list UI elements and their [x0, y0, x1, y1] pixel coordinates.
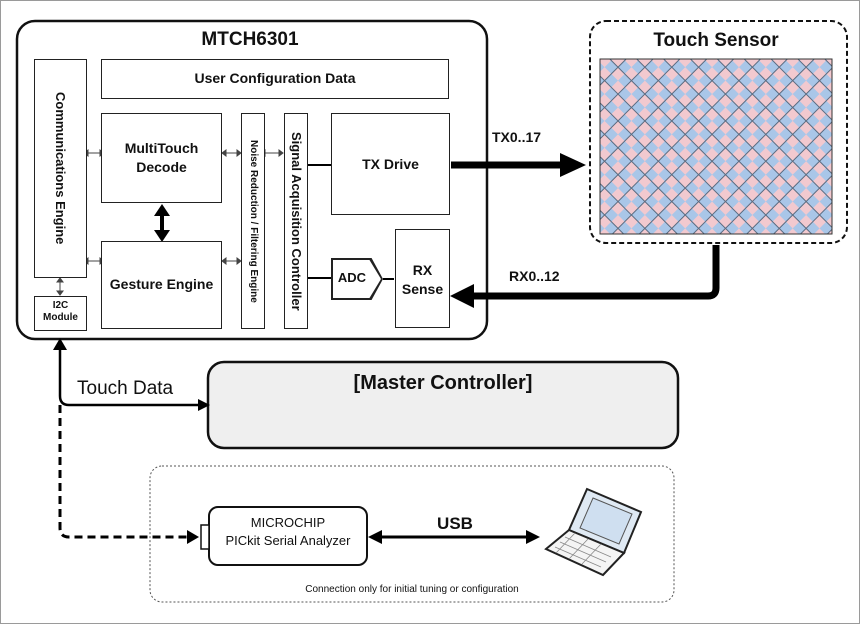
rx-arrow	[450, 284, 474, 308]
chip-title: MTCH6301	[201, 29, 299, 50]
adc-inner	[333, 260, 381, 298]
touch-data-arrow	[198, 399, 210, 411]
i2c-line1: I2C	[52, 300, 69, 311]
gesture-engine-label: Gesture Engine	[109, 276, 214, 292]
analyzer-line2: PICkit Serial Analyzer	[225, 533, 351, 548]
rx-label: RX0..12	[509, 268, 560, 284]
multitouch-label: MultiTouch Decode	[101, 139, 222, 177]
signal-acq-box	[284, 113, 308, 329]
i2c-line2: Module	[43, 312, 78, 323]
tx-arrow	[560, 153, 586, 177]
gesture-engine-box	[101, 241, 222, 329]
multitouch-line1: MultiTouch	[124, 140, 199, 156]
i2c-module-box	[34, 296, 87, 331]
master-controller-label: [Master Controller]	[353, 372, 533, 394]
analyzer-connector	[200, 524, 210, 550]
rx-line1: RX	[412, 262, 433, 278]
adc-label: ADC	[337, 270, 367, 285]
touch-sensor-title: Touch Sensor	[653, 30, 779, 51]
tx-label: TX0..17	[492, 129, 542, 145]
comm-engine-label: Communications Engine	[53, 92, 68, 245]
usb-arrow	[526, 530, 540, 544]
noise-filter-box	[241, 113, 265, 329]
optional-tool-group	[149, 465, 675, 603]
rx-sense-box	[395, 229, 450, 328]
tx-drive-box	[331, 113, 450, 215]
touch-data-label: Touch Data	[77, 378, 174, 399]
signal-acq-label: Signal Acquisition Controller	[289, 131, 304, 311]
rx-line2: Sense	[401, 281, 444, 297]
tx-drive-label: TX Drive	[362, 156, 419, 172]
comm-engine-box	[34, 59, 87, 278]
footnote: Connection only for initial tuning or co…	[305, 584, 519, 595]
multitouch-box	[101, 113, 222, 203]
analyzer-line1: MICROCHIP	[250, 515, 326, 530]
usb-label: USB	[437, 514, 473, 533]
analyzer-label: MICROCHIP PICkit Serial Analyzer	[209, 514, 367, 550]
user-config-label: User Configuration Data	[194, 70, 356, 86]
noise-filter-label: Noise Reduction / Filtering Engine	[248, 139, 259, 303]
touch-sensor-grid	[599, 58, 833, 235]
user-config-box	[101, 59, 449, 99]
rx-sense-label: RX Sense	[395, 261, 450, 299]
i2c-label: I2C Module	[34, 300, 87, 324]
multitouch-line2: Decode	[136, 159, 187, 175]
laptop-icon	[544, 487, 643, 577]
